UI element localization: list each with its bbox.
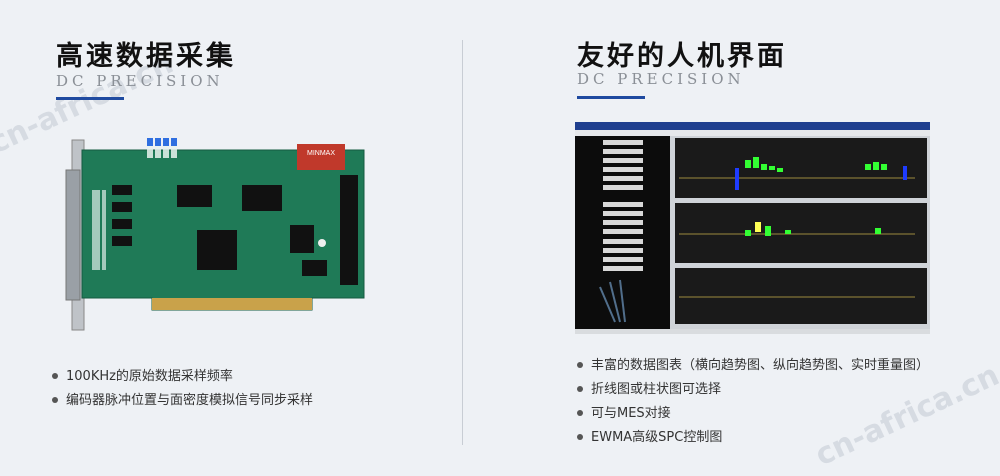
bullet-icon [52, 372, 58, 379]
section-title: 友好的人机界面 [577, 41, 787, 72]
feature-data-acquisition: 高速数据采集 DC PRECISION MINMAX [0, 0, 462, 476]
feature-friendly-interface: 友好的人机界面 DC PRECISION 丰富的数据图表（横向趋势图、纵向趋势图… [463, 0, 1000, 476]
list-item: 折线图或柱状图可选择 [577, 378, 929, 402]
column-divider [462, 40, 463, 445]
list-item: EWMA高级SPC控制图 [577, 426, 929, 450]
list-item: 编码器脉冲位置与面密度模拟信号同步采样 [52, 389, 313, 413]
bullet-icon [577, 409, 583, 416]
bullet-icon [577, 433, 583, 440]
bullet-icon [52, 396, 58, 403]
title-underline [56, 97, 124, 100]
minmax-label: MINMAX [307, 150, 335, 157]
list-item: 100KHz的原始数据采样频率 [52, 365, 313, 389]
feature-list: 丰富的数据图表（横向趋势图、纵向趋势图、实时重量图） 折线图或柱状图可选择 可与… [577, 354, 929, 450]
section-title: 高速数据采集 [56, 41, 236, 72]
data-acquisition-card-image: MINMAX [65, 138, 365, 331]
feature-list: 100KHz的原始数据采样频率 编码器脉冲位置与面密度模拟信号同步采样 [52, 365, 313, 413]
section-subtitle: DC PRECISION [577, 70, 745, 88]
software-interface-screenshot [575, 122, 930, 334]
title-underline [577, 96, 645, 99]
list-item: 丰富的数据图表（横向趋势图、纵向趋势图、实时重量图） [577, 354, 929, 378]
bullet-icon [577, 361, 583, 368]
section-subtitle: DC PRECISION [56, 72, 224, 90]
list-item: 可与MES对接 [577, 402, 929, 426]
bullet-icon [577, 385, 583, 392]
